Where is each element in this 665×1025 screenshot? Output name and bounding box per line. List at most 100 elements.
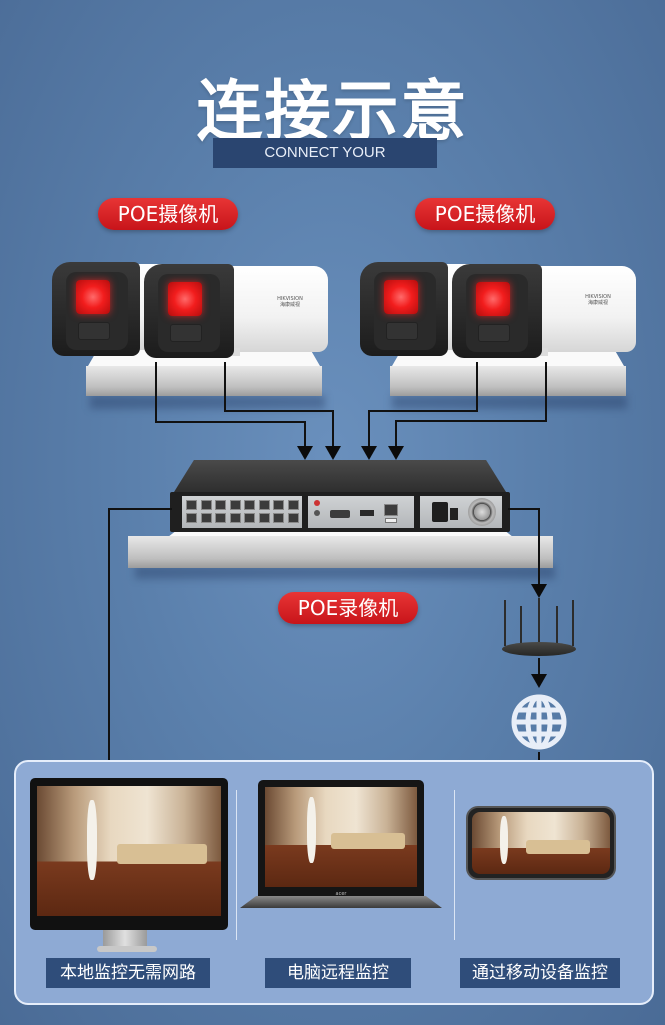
divider <box>454 790 455 940</box>
laptop-brand: acer <box>335 891 347 897</box>
usb-port <box>385 518 397 523</box>
poe-port <box>273 513 284 523</box>
caption-pc-remote: 电脑远程监控 <box>265 958 411 988</box>
arrow-down-icon <box>388 446 404 460</box>
scene-lamp <box>500 816 508 864</box>
poe-port <box>200 513 212 523</box>
power-switch <box>450 508 458 520</box>
wire <box>332 410 334 446</box>
camera-sensor <box>170 324 202 342</box>
laptop-keyboard <box>240 896 442 908</box>
poe-nvr-device <box>170 460 510 532</box>
laptop-device: acer <box>258 780 424 906</box>
wire <box>545 362 547 422</box>
camera-sensor <box>386 322 418 340</box>
wire <box>538 508 540 586</box>
camera-ir-light <box>384 280 418 314</box>
camera-pair-right: HIKVISION 海康威视 <box>360 258 640 368</box>
wire <box>304 421 306 446</box>
camera-brand-line2: 海康威视 <box>587 300 608 306</box>
phone-device <box>466 806 616 880</box>
camera-platform-left <box>86 366 322 396</box>
fan-icon <box>468 498 496 526</box>
camera-brand-line1: HIKVISION <box>277 296 303 302</box>
nvr-top-cover <box>174 460 506 492</box>
nvr-platform <box>128 536 553 568</box>
wire <box>224 410 334 412</box>
poe-port <box>244 513 255 523</box>
audio-port <box>314 500 320 506</box>
poe-port <box>244 500 255 510</box>
scene-sofa <box>526 840 590 854</box>
camera-platform-right <box>390 366 626 396</box>
lan-port <box>384 504 398 516</box>
arrow-down-icon <box>297 446 313 460</box>
camera-brand-line2: 海康威视 <box>279 302 300 308</box>
poe-port <box>186 513 197 523</box>
poe-port <box>229 500 241 510</box>
platform-shadow <box>90 395 325 409</box>
wire <box>476 362 478 411</box>
camera-label-left: POE摄像机 <box>98 198 238 230</box>
camera-label-right: POE摄像机 <box>415 198 555 230</box>
poe-port <box>200 500 212 510</box>
monitor-base <box>97 946 157 952</box>
wire <box>395 420 547 422</box>
router-antenna <box>520 606 522 646</box>
wire <box>155 362 157 422</box>
arrow-down-icon <box>325 446 341 460</box>
wire <box>538 658 540 676</box>
wire <box>224 362 226 411</box>
arrow-down-icon <box>531 674 547 688</box>
poe-port <box>273 500 284 510</box>
vga-port <box>330 510 350 518</box>
nvr-poe-ports <box>182 496 302 528</box>
phone-screen <box>472 812 610 874</box>
camera-sensor <box>478 324 510 342</box>
subtitle-banner: CONNECT YOUR <box>213 138 437 168</box>
wire <box>108 508 172 510</box>
router-antenna <box>504 600 506 646</box>
camera-brand-logo: HIKVISION 海康威视 <box>270 296 310 308</box>
scene-sofa <box>331 833 405 849</box>
poe-port <box>229 513 241 523</box>
wire <box>508 508 540 510</box>
wire <box>368 410 370 446</box>
scene-lamp <box>87 800 97 880</box>
wire <box>395 420 397 446</box>
camera-platform-left-top <box>88 350 320 366</box>
poe-port <box>287 513 299 523</box>
arrow-down-icon <box>361 446 377 460</box>
router-antenna <box>572 600 574 646</box>
caption-mobile-monitoring: 通过移动设备监控 <box>460 958 620 988</box>
router-icon <box>502 598 576 658</box>
nvr-io-panel <box>308 496 414 528</box>
audio-port <box>314 510 320 516</box>
arrow-down-icon <box>531 584 547 598</box>
laptop-screen <box>265 787 417 887</box>
platform-shadow <box>135 565 555 579</box>
camera-ir-light <box>76 280 110 314</box>
router-antenna <box>538 598 540 646</box>
monitor-device <box>30 778 230 933</box>
nvr-label: POE录像机 <box>278 592 418 624</box>
wire <box>155 421 306 423</box>
camera-brand-logo: HIKVISION 海康威视 <box>578 294 618 306</box>
camera-platform-right-top <box>392 350 624 366</box>
nvr-power-panel <box>420 496 502 528</box>
camera-brand-line1: HIKVISION <box>585 294 611 300</box>
router-base <box>502 642 576 656</box>
scene-lamp <box>307 797 316 863</box>
wire <box>368 410 478 412</box>
poe-port <box>186 500 197 510</box>
router-antenna <box>556 606 558 646</box>
monitor-stand <box>103 930 147 948</box>
camera-ir-light <box>476 282 510 316</box>
globe-icon <box>511 694 567 750</box>
caption-local-monitoring: 本地监控无需网路 <box>46 958 210 988</box>
camera-pair-left: HIKVISION 海康威视 <box>52 258 332 368</box>
poe-port <box>287 500 299 510</box>
power-socket <box>432 502 448 522</box>
camera-sensor <box>78 322 110 340</box>
platform-shadow <box>392 395 627 409</box>
